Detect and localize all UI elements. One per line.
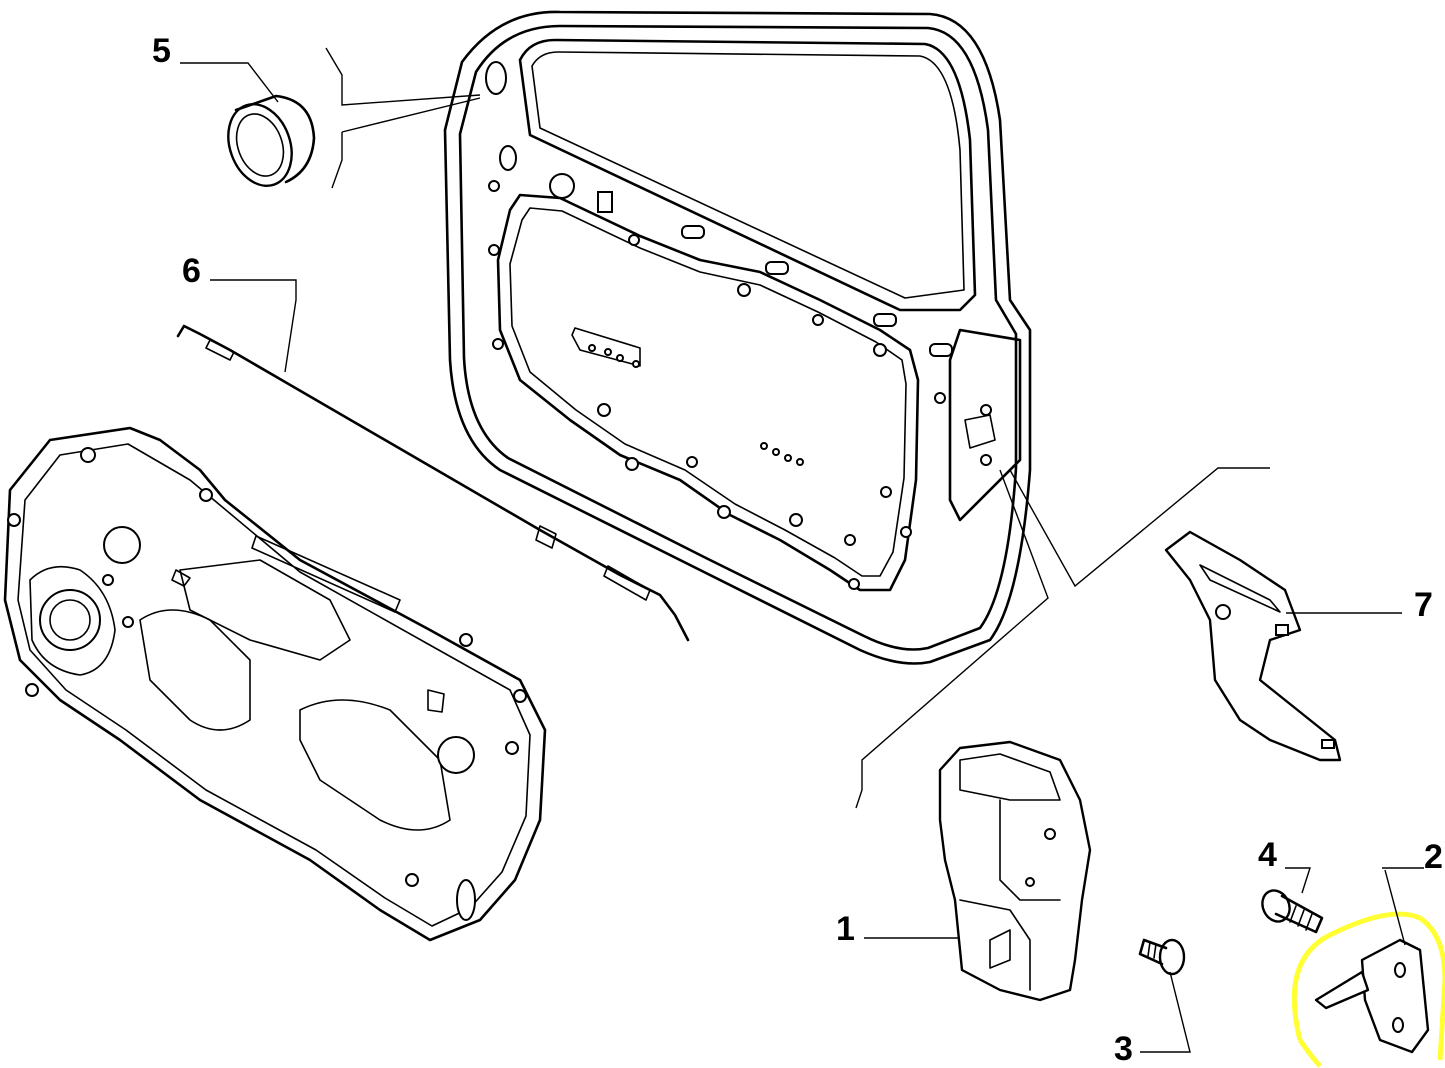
control-rod (176, 324, 690, 642)
leader-lines (180, 47, 1424, 1053)
door-lock (938, 740, 1092, 1002)
frame-holes (485, 61, 992, 590)
bolt (1261, 889, 1324, 934)
callout-5: 5 (152, 32, 171, 70)
callout-6: 6 (182, 252, 201, 290)
door-frame (443, 10, 1032, 665)
callout-2: 2 (1424, 838, 1443, 876)
lock-bracket (1164, 530, 1342, 762)
callout-3: 3 (1114, 1030, 1133, 1068)
callout-4: 4 (1258, 836, 1277, 874)
flat-head-screw (1138, 938, 1186, 976)
callout-1: 1 (836, 910, 855, 948)
window-regulator-panel (3, 426, 547, 942)
plug-grommet (227, 94, 316, 187)
callout-7: 7 (1414, 586, 1433, 624)
striker-plate (1314, 938, 1430, 1054)
highlight-ring (1291, 911, 1445, 1068)
